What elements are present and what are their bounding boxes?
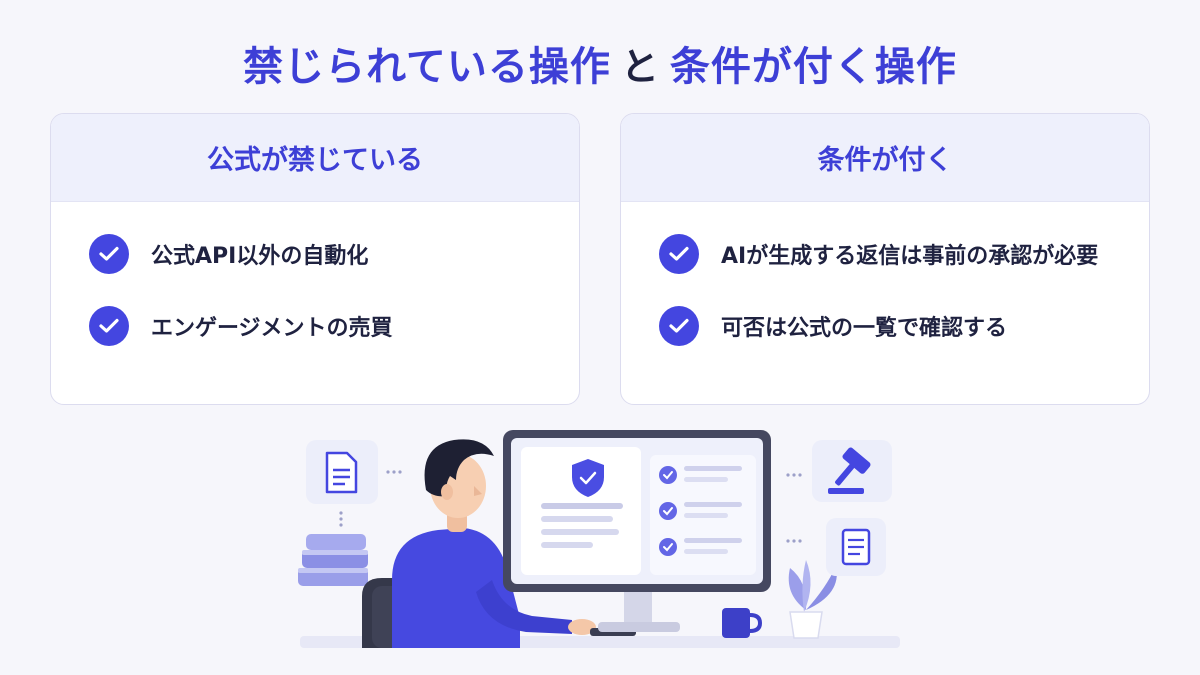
list-item-text: エンゲージメントの売買 <box>151 316 393 341</box>
title-conditional: 条件が付く操作 <box>669 44 957 90</box>
monitor <box>503 430 771 632</box>
list-item-text: 可否は公式の一覧で確認する <box>721 316 1008 341</box>
list-item: 可否は公式の一覧で確認する <box>659 306 1149 346</box>
gavel-icon <box>812 440 892 502</box>
plant <box>788 560 837 639</box>
check-circle-icon <box>89 306 129 346</box>
connector-dots <box>339 470 802 543</box>
check-circle-icon <box>659 306 699 346</box>
conditional-list: AIが生成する返信は事前の承認が必要 可否は公式の一覧で確認する <box>621 202 1149 346</box>
page-title: 禁じられている操作と条件が付く操作 <box>0 34 1200 92</box>
mug <box>722 608 763 638</box>
screen-checklist <box>659 466 742 556</box>
conditional-card: 条件が付く AIが生成する返信は事前の承認が必要 可否は公式の一覧で確認する <box>620 113 1150 405</box>
shield-check-icon <box>572 459 604 497</box>
clipboard-icon <box>826 518 886 576</box>
document-icon <box>306 440 378 504</box>
list-item: 公式API以外の自動化 <box>89 234 579 274</box>
keyboard <box>590 628 636 636</box>
conditional-card-header: 条件が付く <box>621 114 1149 202</box>
desk <box>300 636 900 648</box>
title-joiner: と <box>620 45 660 89</box>
check-circle-icon <box>89 234 129 274</box>
list-item: エンゲージメントの売買 <box>89 306 579 346</box>
check-circle-icon <box>659 234 699 274</box>
title-prohibited: 禁じられている操作 <box>243 44 611 90</box>
prohibited-card: 公式が禁じている 公式API以外の自動化 エンゲージメントの売買 <box>50 113 580 405</box>
list-item: AIが生成する返信は事前の承認が必要 <box>659 234 1149 274</box>
list-item-text: 公式API以外の自動化 <box>151 244 369 269</box>
prohibited-list: 公式API以外の自動化 エンゲージメントの売買 <box>51 202 579 346</box>
books-icon <box>298 534 368 586</box>
list-item-text: AIが生成する返信は事前の承認が必要 <box>721 244 1099 269</box>
person <box>392 439 596 648</box>
prohibited-card-header: 公式が禁じている <box>51 114 579 202</box>
chair <box>362 578 456 648</box>
